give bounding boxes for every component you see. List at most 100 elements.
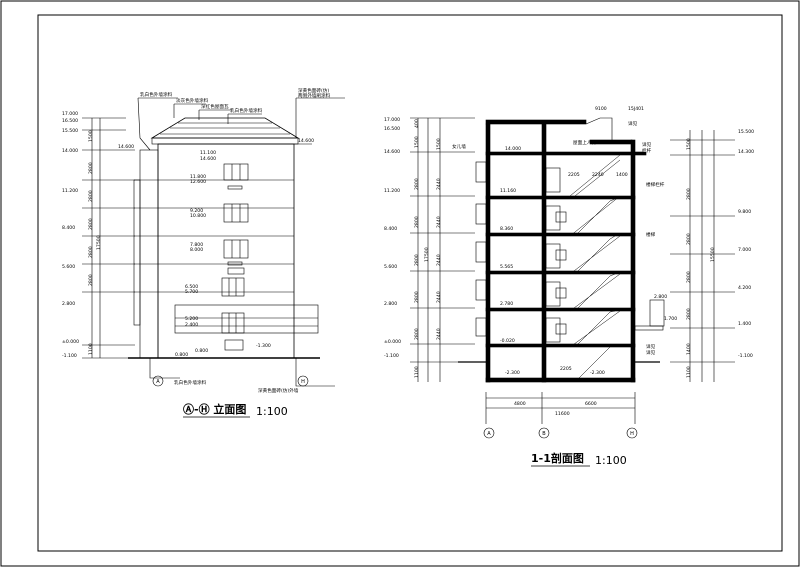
elev-win-level-3: 11.800 bbox=[190, 174, 206, 180]
elevation-drawing bbox=[82, 97, 345, 387]
elev-level-14000: 14.000 bbox=[62, 148, 78, 154]
elev-level-15500: 15.500 bbox=[62, 128, 78, 134]
sec-label-6: 栏杆 bbox=[642, 147, 652, 154]
sec-dim-2: 400 bbox=[414, 119, 420, 128]
elev-level-5600: 5.600 bbox=[62, 264, 75, 270]
elev-dim-1: 1500 bbox=[88, 130, 94, 142]
sec-dim-6: 2800 bbox=[414, 291, 420, 303]
sec-dim-1: 1500 bbox=[414, 136, 420, 148]
elev-axis-h: H bbox=[301, 379, 305, 385]
elev-win-level-12: 2.400 bbox=[185, 322, 198, 328]
sec-dim-7: 2800 bbox=[414, 328, 420, 340]
sec-label-10: 详见 bbox=[646, 349, 656, 356]
sec-level-17000: 17.000 bbox=[384, 117, 400, 123]
sec-inner-level-1: 14.000 bbox=[505, 146, 521, 152]
elev-dim-4: 2800 bbox=[88, 218, 94, 230]
elev-win-level-14: 0.800 bbox=[175, 352, 188, 358]
elevation-windows bbox=[221, 163, 249, 351]
sec-rlevel-4: 7.000 bbox=[738, 247, 751, 253]
sec-axis-b-bubble bbox=[538, 427, 550, 439]
section-stairs bbox=[569, 154, 621, 383]
sec-rlevel-1: 15.500 bbox=[738, 129, 754, 135]
sec-rlevel-6: 1.400 bbox=[738, 321, 751, 327]
sec-rlevel-7: -1.100 bbox=[738, 353, 753, 359]
sec-inner-level-4: 5.565 bbox=[500, 264, 513, 270]
sec-level-5600: 5.600 bbox=[384, 264, 397, 270]
elev-level-17000: 17.000 bbox=[62, 111, 78, 117]
sec-axis-h: H bbox=[630, 431, 634, 437]
section-drawing bbox=[410, 117, 735, 424]
sec-label-2: 屋面上人孔 bbox=[573, 139, 596, 146]
sec-top-dim: 9100 bbox=[595, 106, 607, 112]
sec-label-9: 详见 bbox=[646, 343, 656, 350]
sec-level-16500: 16.500 bbox=[384, 126, 400, 132]
sec-dim-in-5: 2440 bbox=[436, 291, 442, 303]
elev-callout-8: 深黄色面砖(仿)外墙 bbox=[258, 387, 299, 394]
elev-win-level-2: 14.600 bbox=[200, 156, 216, 162]
section-scale: 1:100 bbox=[595, 454, 627, 467]
sec-inner-dim-2: 2240 bbox=[592, 172, 604, 178]
elev-level-11200: 11.200 bbox=[62, 188, 78, 194]
elev-win-level-5: 9.200 bbox=[190, 208, 203, 214]
elev-dim-total: 17500 bbox=[96, 235, 102, 250]
sec-bottom-dim-1: 4800 bbox=[514, 401, 526, 407]
sec-dim-in-1: 1500 bbox=[436, 138, 442, 150]
elev-level-mid-left: 14.600 bbox=[118, 144, 134, 150]
sec-rdim-4: 2800 bbox=[686, 271, 692, 283]
section-title: 1-1剖面图 bbox=[531, 451, 584, 465]
sec-rdim-5: 2800 bbox=[686, 308, 692, 320]
sec-axis-a-bubble bbox=[483, 427, 495, 439]
sec-dim-in-4: 2440 bbox=[436, 254, 442, 266]
sec-level-0: ±0.000 bbox=[384, 339, 401, 345]
elev-level-right: 14.600 bbox=[298, 138, 314, 144]
elev-callout-4: 乳白色外墙涂料 bbox=[230, 107, 263, 114]
elevation-texts: 17.000 16.500 15.500 14.000 11.200 8.400… bbox=[62, 87, 331, 418]
sec-label-1: 女儿墙 bbox=[452, 143, 466, 150]
elevation-scale: 1:100 bbox=[256, 405, 288, 418]
elev-win-level-10: 5.700 bbox=[185, 289, 198, 295]
elev-dim-5: 2800 bbox=[88, 246, 94, 258]
elev-win-level-11: 5.200 bbox=[185, 316, 198, 322]
elev-callout-7: 乳白色外墙涂料 bbox=[174, 379, 207, 386]
elev-axis-a: A bbox=[156, 379, 160, 385]
sec-rdim-1: 1500 bbox=[686, 138, 692, 150]
elev-win-level-6: 10.800 bbox=[190, 213, 206, 219]
elev-level-16500: 16.500 bbox=[62, 118, 78, 124]
sec-inner-level-7: -2.300 bbox=[505, 370, 520, 376]
elev-axis-h-bubble bbox=[297, 375, 309, 387]
sec-rdim-2: 2800 bbox=[686, 188, 692, 200]
elevation-title: Ⓐ-Ⓗ 立面图 bbox=[183, 402, 246, 416]
sec-rdim-3: 2800 bbox=[686, 233, 692, 245]
sec-dim-5: 2800 bbox=[414, 254, 420, 266]
sec-ground-dim-2: 2.800 bbox=[654, 294, 667, 300]
sec-axis-b: B bbox=[542, 431, 546, 437]
sec-level-minus: -1.100 bbox=[384, 353, 399, 359]
sec-inner-level-6: -0.020 bbox=[500, 338, 515, 344]
sec-ground-dim-1: 1.700 bbox=[664, 316, 677, 322]
sec-label-8: 楼梯 bbox=[646, 231, 656, 238]
sec-dim-8: 1100 bbox=[414, 366, 420, 378]
sec-level-14600: 14.600 bbox=[384, 149, 400, 155]
sec-inner-dim-1: 2205 bbox=[568, 172, 580, 178]
sheet-border-inner bbox=[37, 14, 783, 552]
sec-label-7: 楼梯栏杆 bbox=[646, 181, 665, 188]
sec-axis-h-bubble bbox=[626, 427, 638, 439]
elev-callout-1: 乳白色外墙涂料 bbox=[140, 91, 173, 98]
sec-bottom-dim-2: 6600 bbox=[585, 401, 597, 407]
elev-win-level-9: 6.500 bbox=[185, 284, 198, 290]
sec-rdim-6: 1400 bbox=[686, 343, 692, 355]
elev-dim-2: 2800 bbox=[88, 162, 94, 174]
elev-level-2800: 2.800 bbox=[62, 301, 75, 307]
sec-label-4: 详见 bbox=[628, 120, 638, 127]
sec-bottom-total: 11600 bbox=[555, 411, 570, 417]
elev-dim-7: 1100 bbox=[88, 343, 94, 355]
sec-label-5: 详见 bbox=[642, 141, 652, 148]
elev-dim-3: 2800 bbox=[88, 190, 94, 202]
sec-dim-in-2: 2440 bbox=[436, 178, 442, 190]
sec-level-8400: 8.400 bbox=[384, 226, 397, 232]
sec-dim-3: 2800 bbox=[414, 178, 420, 190]
sec-dim-total-left: 17500 bbox=[424, 247, 430, 262]
elev-win-level-1: 11.100 bbox=[200, 150, 216, 156]
section-texts: 17.000 16.500 14.600 11.200 8.400 5.600 … bbox=[384, 106, 754, 467]
sec-inner-dim-3: 1400 bbox=[616, 172, 628, 178]
